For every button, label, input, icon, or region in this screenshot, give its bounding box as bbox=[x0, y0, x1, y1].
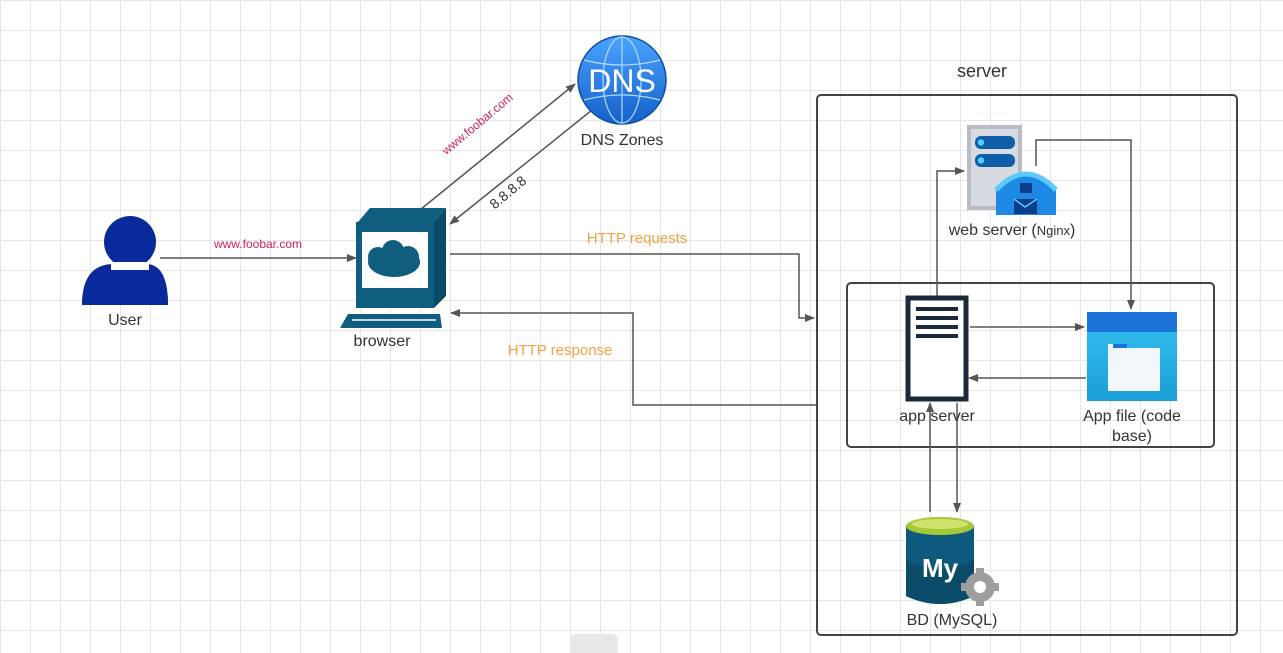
dns-label: DNS Zones bbox=[581, 132, 664, 149]
app-server-icon[interactable] bbox=[905, 295, 969, 402]
app-group-container[interactable] bbox=[846, 282, 1215, 448]
edge-http-requests[interactable] bbox=[450, 253, 815, 322]
database-label: BD (MySQL) bbox=[907, 612, 998, 629]
edge-label-http-requests: HTTP requests bbox=[587, 230, 688, 247]
user-label: User bbox=[108, 312, 142, 329]
dns-globe-icon[interactable] bbox=[577, 35, 667, 125]
edge-http-response[interactable] bbox=[450, 309, 817, 406]
bottom-scroll-handle[interactable] bbox=[570, 634, 618, 653]
server-label: server bbox=[957, 61, 1007, 81]
web-server-label: web server (Nginx) bbox=[948, 222, 1076, 239]
edge-appserver-webserver[interactable] bbox=[936, 167, 965, 297]
server-container[interactable] bbox=[816, 94, 1238, 636]
app-file-label-line2: base) bbox=[1112, 428, 1152, 445]
edge-label-browser-dns: www.foobar.com bbox=[438, 90, 515, 158]
mysql-database-icon[interactable] bbox=[906, 517, 999, 606]
edge-label-user-browser: www.foobar.com bbox=[213, 237, 302, 251]
edge-label-http-response: HTTP response bbox=[508, 342, 613, 359]
app-file-icon[interactable] bbox=[1087, 312, 1177, 401]
app-file-label-line1: App file (code bbox=[1083, 408, 1181, 425]
edge-dns-browser[interactable] bbox=[449, 109, 593, 225]
web-server-icon[interactable] bbox=[967, 125, 1058, 215]
browser-label: browser bbox=[354, 333, 412, 350]
browser-icon[interactable] bbox=[340, 208, 446, 328]
user-icon[interactable] bbox=[82, 216, 168, 305]
app-server-label: app server bbox=[899, 408, 975, 425]
mysql-logo-text: My bbox=[922, 553, 959, 583]
edge-webserver-appfile[interactable] bbox=[1035, 139, 1135, 310]
edge-browser-dns[interactable] bbox=[400, 83, 576, 227]
dns-icon-text: DNS bbox=[588, 63, 656, 99]
